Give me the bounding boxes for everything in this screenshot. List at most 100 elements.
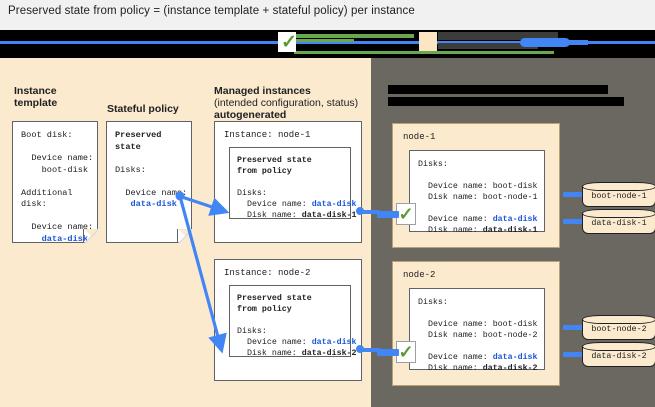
n2-boot-disk-label: Disk name: boot-node-2 (427, 331, 538, 340)
heading-instance-template-line1: Instance (14, 85, 57, 97)
banner-gray-bar-1 (438, 32, 558, 40)
n2-data-device-label: Device name: (427, 353, 493, 362)
connector-arrow-2 (377, 349, 399, 356)
line-data-disk-value: data-disk (41, 233, 89, 244)
cylinder-top (582, 315, 655, 324)
mi1-preserved-state: Preserved state from policy (237, 156, 312, 176)
cylinder-label: data-disk-2 (591, 351, 647, 361)
banner-green-bar-3 (294, 51, 554, 54)
mi2-device-label: Device name: (246, 338, 312, 347)
mi1-disk-label: Disk name: (246, 211, 302, 220)
check-icon: ✓ (396, 341, 416, 363)
mi2-device-value: data-disk (311, 338, 357, 347)
n1-disks-label: Disks: (418, 160, 448, 169)
node-card-node-2: node-2 Disks: Device name: boot-disk Dis… (392, 261, 560, 386)
disk-connector-2 (563, 219, 585, 224)
n1-boot-device-label: Device name: boot-disk (427, 182, 538, 191)
line-additional-disk: Additional disk: (21, 187, 73, 210)
mi1-disk-value: data-disk-1 (301, 211, 357, 220)
heading-stateful-policy: Stateful policy (107, 103, 179, 115)
note-instance-template-body: Boot disk: Device name: boot-disk Additi… (13, 122, 97, 245)
banner-blue-blob (520, 38, 570, 47)
page-fold-corner (83, 229, 98, 243)
page-fold-corner (177, 229, 192, 243)
n1-data-disk-value: data-disk-1 (482, 226, 538, 235)
disk-cylinder-data-disk-2: data-disk-2 (582, 342, 655, 368)
heading-instance-template-line2: template (14, 97, 58, 109)
disk-cylinder-boot-node-2: boot-node-2 (582, 315, 655, 341)
connector-dot-2 (356, 345, 364, 353)
note-instance-template: Boot disk: Device name: boot-disk Additi… (12, 121, 98, 245)
managed-instance-box-node-2: Instance: node-2 Preserved state from po… (214, 259, 362, 381)
line-device-name-label-2: Device name: (31, 222, 94, 232)
heading-managed-line2: (intended configuration, status) (214, 97, 359, 109)
redacted-right-heading-line1 (388, 85, 608, 94)
n2-disks-label: Disks: (418, 298, 448, 307)
n2-boot-device-label: Device name: boot-disk (427, 320, 538, 329)
n1-data-device-label: Device name: (427, 215, 493, 224)
redacted-top-banner: ✓ (0, 30, 655, 58)
n1-boot-disk-label: Disk name: boot-node-1 (427, 193, 538, 202)
check-icon: ✓ (281, 32, 297, 53)
banner-green-bar-2 (294, 39, 354, 42)
mi1-disks-label: Disks: (237, 189, 267, 198)
n1-data-device-value: data-disk (492, 215, 538, 224)
n1-data-disk-label: Disk name: (427, 226, 483, 235)
heading-managed-instances: Managed instances (intended configuratio… (214, 85, 358, 121)
cylinder-label: boot-node-2 (591, 324, 647, 334)
managed-instance-box-node-1: Instance: node-1 Preserved state from po… (214, 121, 362, 243)
disk-cylinder-boot-node-1: boot-node-1 (582, 182, 655, 208)
connector-dot-1 (356, 207, 364, 215)
node-title-2: node-2 (403, 270, 436, 280)
cylinder-label: data-disk-1 (591, 218, 647, 228)
mi2-disk-label: Disk name: (246, 349, 302, 358)
managed-instance-title-1: Instance: node-1 (224, 130, 311, 140)
disk-connector-3 (563, 325, 585, 330)
managed-instance-inner-1: Preserved state from policy Disks: Devic… (229, 147, 357, 220)
mi1-device-value: data-disk (311, 200, 357, 209)
line-policy-data-disk: data-disk (130, 199, 177, 209)
check-icon: ✓ (396, 203, 416, 225)
line-disks-label: Disks: (115, 164, 146, 175)
redacted-right-heading-line2 (388, 97, 624, 106)
cylinder-top (582, 342, 655, 351)
line-boot-disk-value: boot-disk (41, 164, 89, 175)
cylinder-top (582, 182, 655, 191)
line-device-name-label: Device name: (125, 187, 188, 198)
n2-data-device-value: data-disk (492, 353, 538, 362)
mi1-device-label: Device name: (246, 200, 312, 209)
heading-managed-line1: Managed instances (214, 85, 311, 97)
banner-blue-tail (560, 40, 588, 45)
n2-data-disk-label: Disk name: (427, 364, 483, 373)
node-title-1: node-1 (403, 132, 436, 142)
banner-green-bar-1 (294, 34, 414, 38)
connector-arrow-1 (377, 211, 399, 218)
managed-instance-title-2: Instance: node-2 (224, 268, 311, 278)
connector-stem-2 (362, 348, 380, 352)
mi2-preserved-state: Preserved state from policy (237, 294, 312, 314)
banner-blue-line (0, 41, 655, 44)
n2-data-disk-value: data-disk-2 (482, 364, 538, 373)
node-card-node-1: node-1 Disks: Device name: boot-disk Dis… (392, 123, 560, 248)
managed-instance-inner-2: Preserved state from policy Disks: Devic… (229, 285, 357, 358)
mi2-disks-label: Disks: (237, 327, 267, 336)
disk-cylinder-data-disk-1: data-disk-1 (582, 209, 655, 235)
banner-cream-block (419, 32, 437, 51)
line-preserved-state: Preserved state (115, 130, 162, 152)
cylinder-label: boot-node-1 (591, 191, 647, 201)
page-title: Preserved state from policy = (instance … (8, 5, 415, 17)
banner-gray-bar-2 (438, 43, 538, 49)
line-boot-disk: Boot disk: (21, 130, 73, 140)
heading-instance-template: Instance template (14, 85, 57, 109)
mi2-disk-value: data-disk-2 (301, 349, 357, 358)
cylinder-top (582, 209, 655, 218)
note-stateful-policy-body: Preserved state Disks: Device name: data… (107, 122, 191, 211)
note-stateful-policy: Preserved state Disks: Device name: data… (106, 121, 192, 243)
node-inner-1: Disks: Device name: boot-disk Disk name:… (409, 150, 545, 235)
disk-connector-1 (563, 192, 585, 197)
disk-connector-4 (563, 352, 585, 357)
banner-check-backdrop (278, 32, 296, 52)
heading-managed-line3: autogenerated (214, 109, 287, 121)
line-device-name-label-1: Device name: (31, 153, 94, 163)
connector-stem-1 (362, 210, 380, 214)
